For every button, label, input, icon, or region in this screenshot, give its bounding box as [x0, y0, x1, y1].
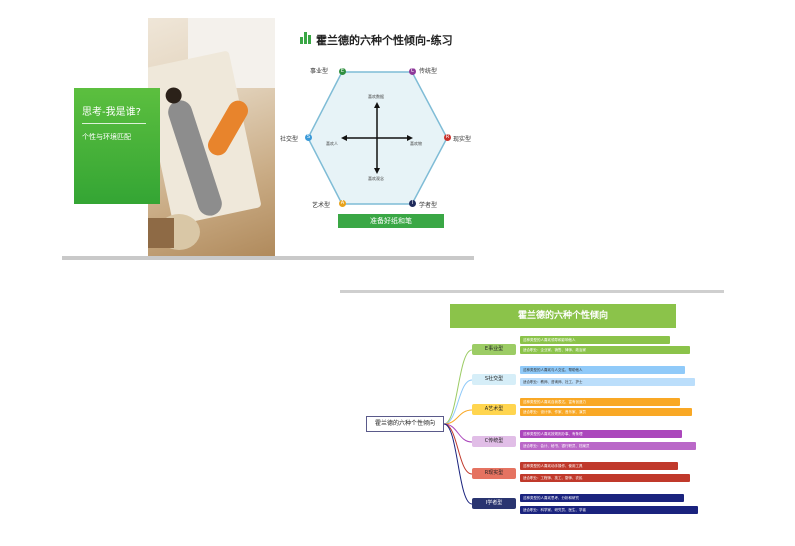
branch-social-desc-2: 适合职业：教师、咨询师、社工、护士 [520, 378, 695, 386]
axis-label-ideas: 喜欢观念 [368, 176, 384, 181]
branch-enterprising: E事业型 [472, 344, 516, 355]
think-panel-divider [82, 123, 146, 124]
mindmap-connectors [443, 349, 473, 505]
branch-investigative-desc-2: 适合职业：科学家、研究员、医生、学者 [520, 506, 698, 514]
branch-social-desc-1: 这种类型的人喜欢与人交往、帮助他人 [520, 366, 685, 374]
type-dot-enterprising: E [339, 68, 346, 75]
axis-label-things: 喜欢物 [410, 141, 422, 146]
branch-enterprising-desc-1: 这种类型的人喜欢领导和影响他人 [520, 336, 670, 344]
branch-social: S社交型 [472, 374, 516, 385]
branch-investigative-desc-1: 这种类型的人喜欢思考、分析和研究 [520, 494, 684, 502]
type-label-investigative: 学者型 [419, 202, 438, 209]
type-dot-conventional: C [409, 68, 416, 75]
mindmap-title: 霍兰德的六种个性倾向 [450, 304, 676, 328]
think-panel-subtitle: 个性与环境匹配 [82, 133, 131, 141]
branch-conventional-desc-2: 适合职业：会计、秘书、银行职员、档案员 [520, 442, 696, 450]
type-label-conventional: 传统型 [419, 68, 438, 75]
axis-label-data: 喜欢数据 [368, 94, 384, 99]
type-label-realistic: 现实型 [453, 136, 472, 143]
branch-conventional-desc-1: 这种类型的人喜欢按规则办事、有条理 [520, 430, 682, 438]
mindmap-center-node: 霍兰德的六种个性倾向 [366, 416, 444, 432]
branch-realistic-desc-2: 适合职业：工程师、技工、厨师、农民 [520, 474, 690, 482]
type-label-artistic: 艺术型 [312, 202, 331, 209]
slide-divider [62, 256, 474, 260]
branch-enterprising-desc-2: 适合职业：企业家、销售、律师、政治家 [520, 346, 690, 354]
slide-divider [340, 290, 724, 293]
type-label-social: 社交型 [280, 136, 299, 143]
branch-artistic-desc-2: 适合职业：设计师、作家、音乐家、演员 [520, 408, 692, 416]
branch-artistic-desc-1: 这种类型的人喜欢自我表达、富有创造力 [520, 398, 680, 406]
prepare-paper-pen-banner: 准备好纸和笔 [338, 214, 444, 228]
couple-lying-on-floor-photo [148, 18, 275, 256]
branch-artistic: A艺术型 [472, 404, 516, 415]
type-dot-artistic: A [339, 200, 346, 207]
slide-holland-mindmap: 霍兰德的六种个性倾向 霍兰德的六种个性倾向 E事业型 这种类型的人喜欢领导和影响… [340, 290, 724, 522]
axis-label-people: 喜欢人 [326, 141, 338, 146]
holland-hexagon-diagram: 事业型 E C 传统型 R 现实型 I 学者型 艺术型 A 社交型 S 喜欢数据… [280, 66, 472, 211]
type-dot-investigative: I [409, 200, 416, 207]
branch-investigative: I学者型 [472, 498, 516, 509]
bar-chart-icon [300, 32, 312, 44]
slide-holland-exercise: 思考-我是谁? 个性与环境匹配 霍兰德的六种个性倾向-练习 事业型 E C 传统… [62, 14, 474, 260]
branch-realistic-desc-1: 这种类型的人喜欢动手操作、使用工具 [520, 462, 678, 470]
slide-title: 霍兰德的六种个性倾向-练习 [316, 34, 453, 47]
branch-realistic: R现实型 [472, 468, 516, 479]
think-who-am-i-panel: 思考-我是谁? 个性与环境匹配 [74, 88, 160, 204]
think-panel-title: 思考-我是谁? [82, 107, 141, 118]
branch-conventional: C传统型 [472, 436, 516, 447]
type-dot-social: S [305, 134, 312, 141]
type-dot-realistic: R [444, 134, 451, 141]
type-label-enterprising: 事业型 [310, 68, 329, 75]
